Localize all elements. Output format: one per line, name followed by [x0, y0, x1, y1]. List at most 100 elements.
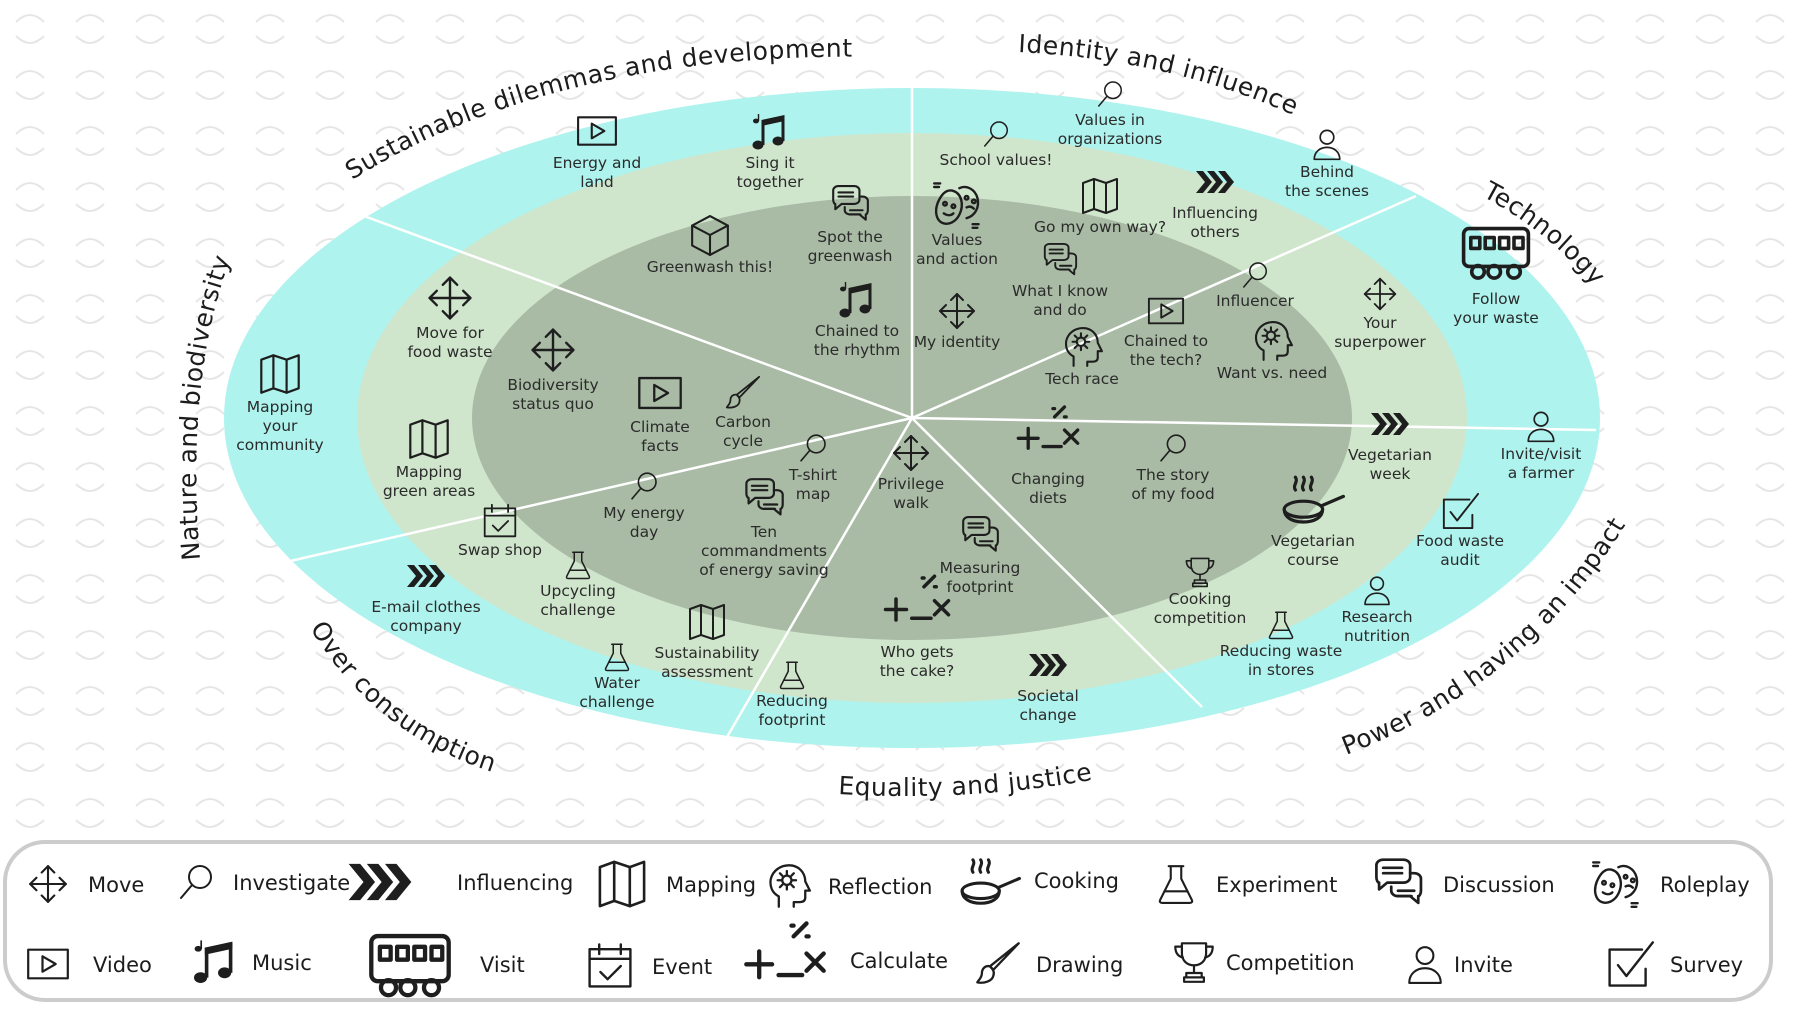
activity-label: change	[1019, 706, 1076, 724]
activity-label: Invite/visit	[1501, 445, 1582, 463]
activity-label: commandments	[701, 542, 827, 560]
activity-label: assessment	[661, 663, 753, 681]
activity-label: nutrition	[1344, 627, 1410, 645]
legend-item-roleplay: Roleplay	[1591, 861, 1750, 908]
activity-label: My energy	[603, 504, 684, 522]
activity-label: Mapping	[247, 398, 314, 416]
activity-label: Privilege	[878, 475, 944, 493]
activity-tech-race: Tech race	[1044, 327, 1119, 388]
legend-item-drawing: Drawing	[976, 942, 1123, 984]
legend-label: Drawing	[1036, 953, 1123, 977]
activity-label: Reducing	[756, 692, 828, 710]
activity-label: Measuring	[940, 559, 1021, 577]
legend-label: Roleplay	[1660, 873, 1750, 897]
legend-item-visit: Visit	[371, 936, 525, 995]
legend-label: Music	[252, 951, 312, 975]
activity-label: greenwash	[808, 247, 893, 265]
activity-label: Go my own way?	[1034, 218, 1166, 236]
activity-label: Ten	[750, 523, 777, 541]
activity-label: the cake?	[880, 662, 955, 680]
activity-label: diets	[1029, 489, 1067, 507]
activity-label: superpower	[1334, 333, 1426, 351]
legend-item-mapping: Mapping	[598, 860, 756, 908]
legend-item-move: Move	[29, 865, 144, 903]
activity-label: the tech?	[1130, 351, 1203, 369]
activity-label: My identity	[914, 333, 1001, 351]
legend-item-invite: Invite	[1408, 946, 1513, 984]
divider-line	[363, 214, 913, 420]
activity-label: Behind	[1300, 163, 1354, 181]
legend-label: Move	[88, 873, 144, 897]
activity-label: food waste	[407, 343, 492, 361]
legend-label: Cooking	[1034, 869, 1119, 893]
activity-label: in stores	[1248, 661, 1314, 679]
activity-label: audit	[1440, 551, 1480, 569]
legend-item-discussion: Discussion	[1375, 858, 1555, 905]
divider-line	[725, 417, 914, 738]
activity-label: week	[1370, 465, 1411, 483]
activity-label: status quo	[512, 395, 594, 413]
legend-item-cooking: Cooking	[960, 858, 1119, 905]
activity-label: green areas	[383, 482, 475, 500]
activity-want-vs-need: Want vs. need	[1217, 321, 1327, 382]
legend-label: Event	[652, 955, 712, 979]
legend-label: Survey	[1670, 953, 1743, 977]
activity-label: Carbon	[715, 413, 771, 431]
legend-label: Calculate	[850, 949, 948, 973]
activity-label: your	[263, 417, 298, 435]
activity-label: challenge	[540, 601, 615, 619]
activity-label: Climate	[630, 418, 690, 436]
legend-item-calculate: Calculate	[746, 923, 948, 977]
legend-label: Video	[93, 953, 152, 977]
legend-label: Influencing	[457, 871, 573, 895]
activity-label: competition	[1154, 609, 1247, 627]
legend-item-competition: Competition	[1174, 942, 1355, 983]
activity-label: Influencer	[1216, 292, 1294, 310]
activity-label: Values in	[1075, 111, 1145, 129]
legend-item-video: Video	[27, 948, 152, 980]
legend-item-reflection: Reflection	[769, 864, 933, 908]
activity-label: footprint	[759, 711, 826, 729]
activity-label: Food waste	[1416, 532, 1504, 550]
legend-label: Visit	[480, 953, 525, 977]
activity-school-values: School values!	[939, 121, 1053, 169]
activity-label: day	[630, 523, 659, 541]
legend-label: Reflection	[828, 875, 933, 899]
activity-label: facts	[641, 437, 679, 455]
legend-label: Invite	[1454, 953, 1513, 977]
activity-greenwash-this: Greenwash this!	[647, 215, 773, 276]
activity-label: organizations	[1058, 130, 1162, 148]
activity-label: T-shirt	[788, 466, 837, 484]
activity-label: together	[737, 173, 804, 191]
activity-label: company	[390, 617, 461, 635]
activity-label: a farmer	[1508, 464, 1575, 482]
activity-label: cycle	[723, 432, 763, 450]
legend-label: Experiment	[1216, 873, 1337, 897]
activity-label: of energy saving	[699, 561, 829, 579]
activity-label: Reducing waste	[1220, 642, 1343, 660]
activity-label: Changing	[1011, 470, 1085, 488]
legend-item-experiment: Experiment	[1158, 865, 1337, 904]
